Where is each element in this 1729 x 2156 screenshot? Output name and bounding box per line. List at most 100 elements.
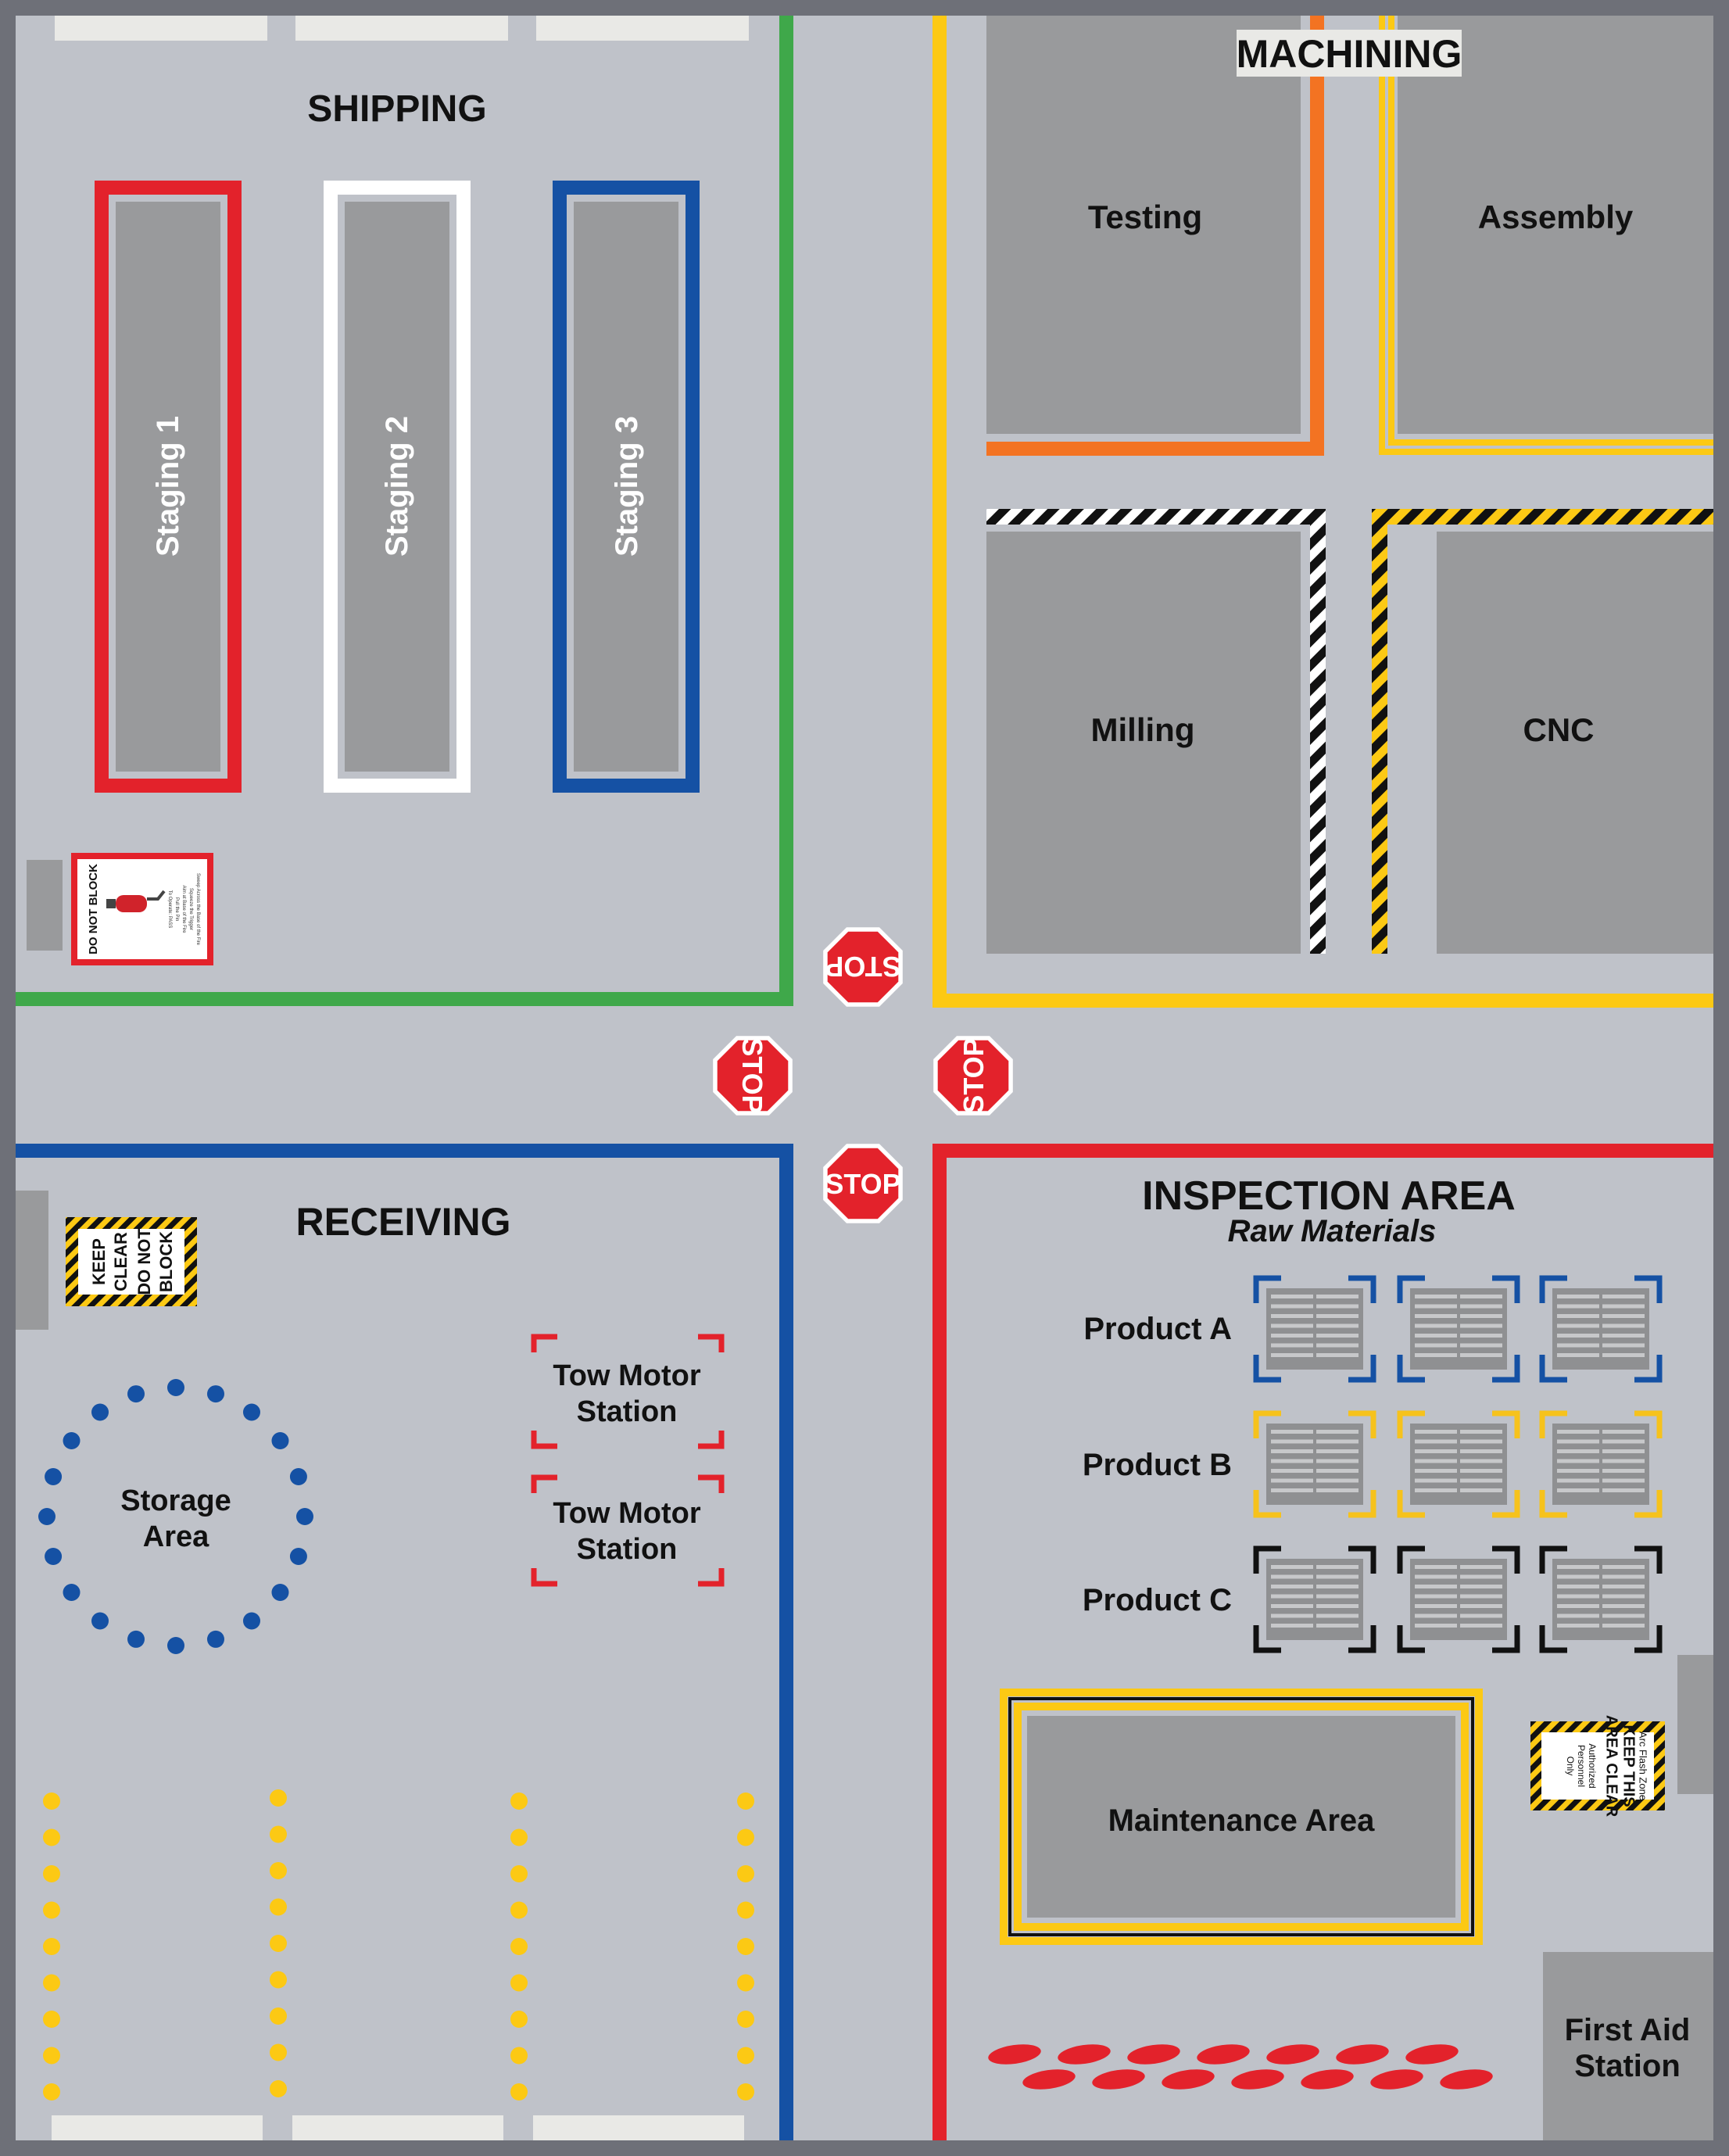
pallet-slot (1397, 1275, 1520, 1383)
lane-dot (510, 1938, 528, 1955)
storage-dot (127, 1630, 145, 1648)
tow-motor-1-line-1: Tow Motor (553, 1359, 700, 1392)
receiving-boundary-line (16, 1144, 793, 2140)
pallet-gap (1313, 1427, 1316, 1502)
extinguisher-fine-print-1: To Operate: PASS (167, 890, 172, 929)
pallet-slot (1397, 1410, 1520, 1518)
pallet-grid (1253, 1275, 1663, 1653)
pallet-corner-marks (1253, 1275, 1376, 1383)
footprint (1266, 2044, 1319, 2065)
dock-doors-bottom (52, 2115, 744, 2140)
stop-sign-label: STOP (825, 1168, 900, 1200)
arc-flash-line-3: AREA CLEAR (1603, 1715, 1620, 1818)
arc-flash-line-6: Only (1565, 1757, 1576, 1776)
lane-dot (737, 1938, 754, 1955)
lane-dot (270, 1825, 287, 1843)
storage-dot (242, 1612, 260, 1630)
extinguisher-fine-print-4: Squeeze the Trigger (188, 888, 193, 930)
pallet-slot (1253, 1410, 1376, 1518)
pallet-corner-marks (1397, 1275, 1520, 1383)
arc-flash-line-4: Authorized (1587, 1743, 1598, 1788)
lane-dot (737, 2011, 754, 2028)
lane-dot (270, 2043, 287, 2061)
staging-lane-2: Staging 2 (324, 181, 471, 793)
maintenance-label: Maintenance Area (1108, 1803, 1376, 1838)
staging-lane-3: Staging 3 (553, 181, 700, 793)
lane-dot (737, 2047, 754, 2065)
lane-dot (737, 1828, 754, 1846)
keep-clear-line-4: BLOCK (156, 1231, 176, 1292)
product-b-label: Product B (1083, 1448, 1232, 1482)
lane-dot (510, 1828, 528, 1846)
pallet-corner-marks (1253, 1545, 1376, 1653)
staging-2-label: Staging 2 (380, 416, 414, 557)
arc-flash-line-1: Arc Flash Zone (1638, 1732, 1649, 1800)
machining-boundary-line (933, 16, 1713, 1008)
lane-dot (510, 2047, 528, 2065)
stop-sign-face (827, 931, 899, 1003)
pallet-gap (1313, 1562, 1316, 1637)
pallet-slot (1539, 1545, 1663, 1653)
inspection-subtitle: Raw Materials (1228, 1214, 1437, 1248)
lane-dot (510, 1974, 528, 1992)
pallet-gap (1599, 1427, 1602, 1502)
first-aid-line-1: First Aid (1565, 2013, 1691, 2047)
lane-dot (43, 1828, 60, 1846)
shipping-title: SHIPPING (307, 88, 486, 130)
keep-clear-line-3: DO NOT (134, 1228, 154, 1295)
extinguisher-icon (106, 890, 166, 912)
wall-post (27, 860, 63, 951)
storage-area-dot-ring (38, 1379, 313, 1654)
storage-label-line-2: Area (143, 1520, 209, 1553)
lane-dot (510, 1792, 528, 1810)
staging-1-label: Staging 1 (151, 416, 185, 557)
lane-dot (737, 1901, 754, 1919)
stop-sign-north: STOP (823, 927, 903, 1007)
storage-dot (167, 1637, 184, 1654)
storage-dot (91, 1612, 109, 1630)
pallet-corner-marks (1397, 1545, 1520, 1653)
footprint (1058, 2044, 1111, 2065)
stop-sign-south: STOP (823, 1144, 903, 1223)
milling-label: Milling (1091, 711, 1195, 748)
lane-dot (270, 1935, 287, 1952)
lane-dot (737, 1865, 754, 1882)
footprint (1336, 2044, 1389, 2065)
testing-room: Testing (986, 16, 1324, 456)
tow-motor-station-1: Tow Motor Station (531, 1334, 725, 1449)
arc-flash-line-5: Personnel (1576, 1745, 1587, 1787)
storage-dot (45, 1468, 63, 1486)
footprints-path (988, 2044, 1493, 2090)
stop-sign-face (717, 1040, 789, 1112)
storage-dot (271, 1432, 289, 1450)
dock-doors-top (55, 16, 749, 41)
keep-clear-line-1: KEEP (89, 1238, 109, 1285)
pallet-gap (1313, 1291, 1316, 1366)
pallet-slot (1539, 1410, 1663, 1518)
wall-post-receiving (16, 1191, 48, 1330)
lane-dot (270, 2007, 287, 2025)
lane-dot (737, 1974, 754, 1992)
inspection-boundary-line (933, 1144, 1713, 2140)
receiving-title: RECEIVING (295, 1200, 510, 1244)
product-c-label: Product C (1083, 1583, 1232, 1617)
pallet-slot (1539, 1275, 1663, 1383)
inspection-title: INSPECTION AREA (1142, 1173, 1516, 1219)
stop-sign-label: STOP (825, 951, 900, 983)
testing-label: Testing (1088, 199, 1202, 235)
storage-dot (242, 1403, 260, 1421)
storage-dot (63, 1432, 81, 1450)
footprint (1440, 2069, 1493, 2090)
machining-title: MACHINING (1237, 32, 1462, 76)
lane-dot (43, 2083, 60, 2100)
pallet-gap (1457, 1562, 1460, 1637)
fire-extinguisher-sign: DO NOT BLOCK To Operate: PASS Pull the P… (71, 853, 213, 965)
storage-dot (271, 1583, 289, 1601)
extinguisher-fine-print-3: Aim at Base of the Fire (181, 885, 186, 933)
lane-dot (270, 1789, 287, 1807)
storage-dot (38, 1508, 55, 1525)
lane-dot (43, 1901, 60, 1919)
stop-sign-label: STOP (736, 1037, 768, 1113)
pallet-gap (1599, 1562, 1602, 1637)
lane-dot (510, 1865, 528, 1882)
